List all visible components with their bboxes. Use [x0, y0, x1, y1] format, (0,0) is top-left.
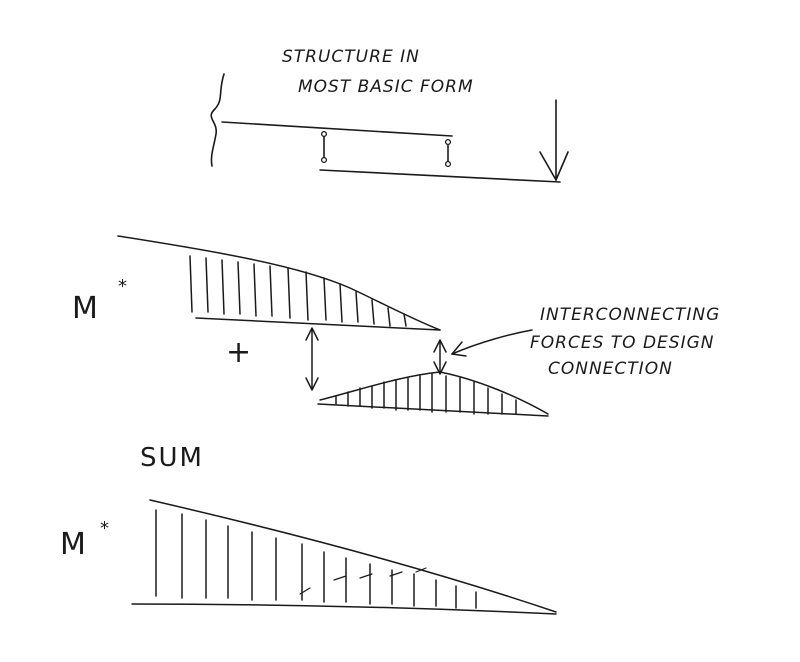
lower-baseline [317, 403, 549, 417]
link-right [444, 138, 452, 168]
basic-structure [210, 73, 569, 183]
double-arrow-left [305, 327, 319, 391]
lower-moment-hatching [335, 373, 517, 415]
interconnecting-forces-annotation: INTERCONNECTING FORCES TO DESIGN CONNECT… [451, 305, 720, 379]
applied-load-arrow [539, 99, 569, 181]
fixed-support [210, 73, 225, 167]
link-left [320, 130, 328, 164]
upper-moment-outline [117, 235, 441, 331]
plus-sign: + [226, 335, 252, 370]
annotation-line-1: INTERCONNECTING [540, 305, 720, 325]
sum-moment-diagram: M * [60, 499, 557, 615]
moment-label: M [72, 291, 99, 326]
upper-moment-hatching [189, 255, 407, 327]
title-line-1: STRUCTURE IN [282, 47, 420, 67]
sum-moment-mark: * [100, 518, 110, 539]
moment-mark: * [118, 276, 128, 297]
title-line-2: MOST BASIC FORM [298, 77, 474, 97]
lower-moment-outline [319, 371, 549, 415]
annotation-arrow [451, 329, 533, 357]
sum-moment-hatching [155, 509, 477, 609]
sum-detail-marks [299, 567, 427, 595]
sum-moment-label: M [60, 527, 87, 562]
moment-diagram-lower [317, 371, 549, 417]
lower-beam [319, 169, 561, 183]
annotation-line-2: FORCES TO DESIGN [530, 333, 714, 353]
title: STRUCTURE IN MOST BASIC FORM [282, 47, 474, 97]
interaction-arrows [305, 327, 447, 391]
sum-baseline [131, 603, 557, 615]
moment-diagram-upper: M * + [72, 235, 441, 370]
double-arrow-right [433, 339, 447, 375]
sum-label: SUM [140, 443, 204, 473]
annotation-line-3: CONNECTION [548, 359, 673, 379]
upper-baseline [195, 317, 441, 331]
upper-beam [221, 121, 453, 137]
sum-moment-outline [149, 499, 557, 613]
